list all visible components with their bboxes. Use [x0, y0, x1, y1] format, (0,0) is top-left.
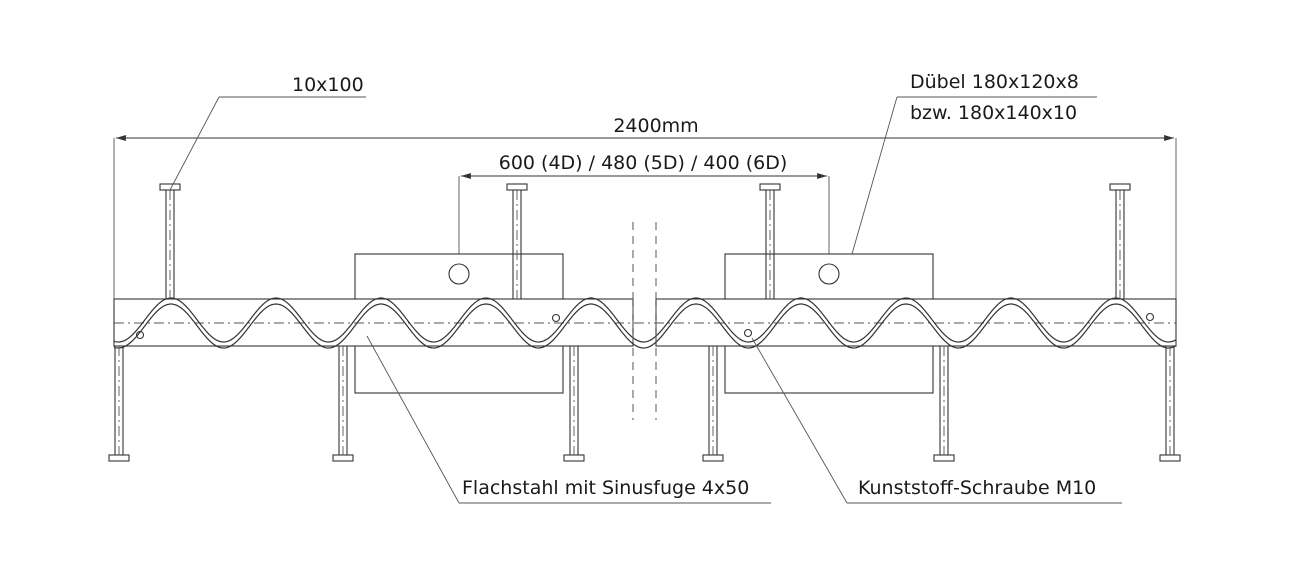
anchor-bolt-top-3 — [759, 183, 781, 299]
anchor-bolt-bottom-3 — [563, 346, 585, 462]
anchor-bolt-bottom-2 — [332, 346, 354, 462]
flat-steel-callout: Flachstahl mit Sinusfuge 4x50 — [366, 335, 771, 504]
spacing-label: 600 (4D) / 480 (5D) / 400 (6D) — [499, 152, 788, 174]
spacing-dimension: 600 (4D) / 480 (5D) / 400 (6D) — [458, 152, 830, 254]
flat-steel-band — [113, 298, 1177, 347]
dowel-label-line2: bzw. 180x140x10 — [910, 102, 1077, 124]
dowel-callout: Dübel 180x120x8 bzw. 180x140x10 — [851, 71, 1097, 255]
plastic-screws — [135, 312, 1155, 340]
anchor-bolts — [108, 183, 1181, 462]
dowel-label-line1: Dübel 180x120x8 — [910, 71, 1079, 93]
anchor-label: 10x100 — [292, 74, 364, 96]
total-length-dimension: 2400mm — [113, 115, 1177, 300]
anchor-bolt-bottom-6 — [1159, 346, 1181, 462]
anchor-bolt-bottom-4 — [702, 346, 724, 462]
anchor-callout: 10x100 — [169, 74, 366, 191]
anchor-bolt-top-2 — [506, 183, 528, 299]
center-break-lines — [632, 222, 657, 420]
screw-label: Kunststoff-Schraube M10 — [858, 477, 1096, 499]
anchor-bolt-top-1 — [159, 183, 181, 299]
total-length-label: 2400mm — [613, 115, 698, 137]
sinus-joint — [113, 297, 1177, 349]
anchor-bolt-bottom-5 — [933, 346, 955, 462]
screw-callout: Kunststoff-Schraube M10 — [751, 337, 1122, 504]
anchor-bolt-top-4 — [1109, 183, 1131, 299]
flat-steel-label: Flachstahl mit Sinusfuge 4x50 — [462, 477, 749, 499]
anchor-bolt-bottom-1 — [108, 346, 130, 462]
